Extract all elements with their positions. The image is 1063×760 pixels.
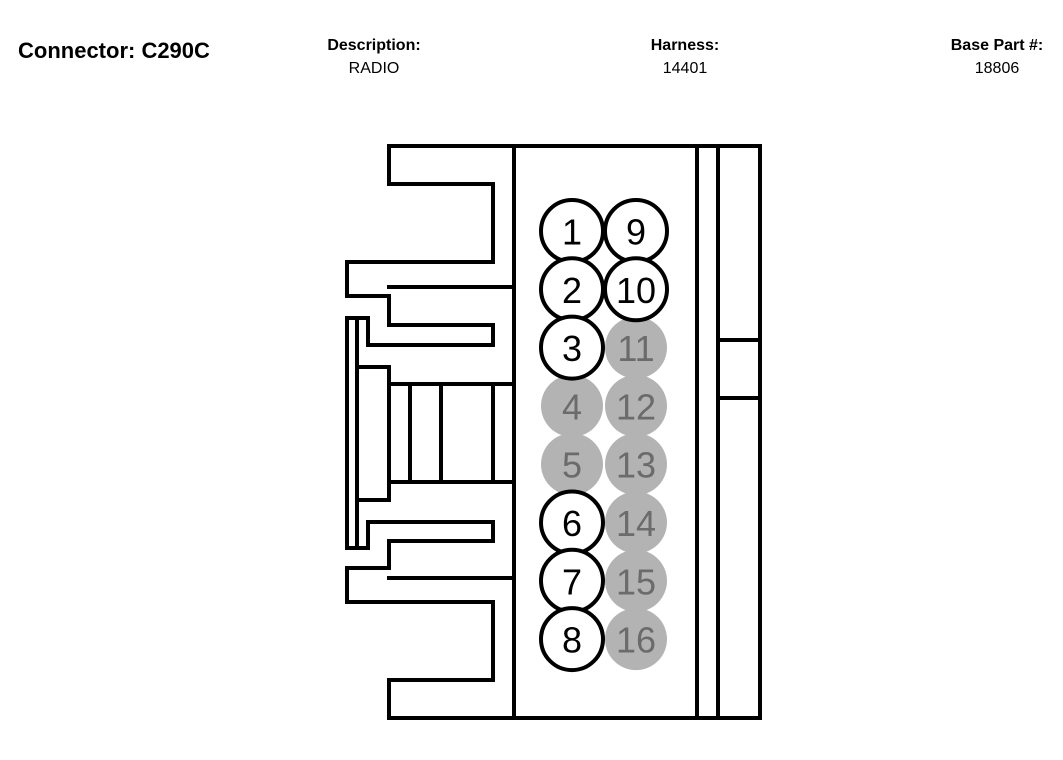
lower-latch-tab bbox=[345, 566, 516, 720]
pin-number: 6 bbox=[562, 503, 582, 544]
pin-cavity-14: 14 bbox=[605, 491, 667, 554]
pin-circle bbox=[541, 374, 603, 437]
pin-cavity-5: 5 bbox=[541, 433, 603, 496]
pin-circle bbox=[539, 606, 605, 673]
pin-number: 12 bbox=[616, 386, 656, 427]
pin-number: 10 bbox=[616, 270, 656, 311]
description-label: Description: bbox=[327, 37, 421, 54]
pin-number: 15 bbox=[616, 561, 656, 602]
upper-flange bbox=[387, 144, 516, 264]
harness-label: Harness: bbox=[650, 37, 720, 54]
pin-number: 2 bbox=[562, 270, 582, 311]
pin-number: 7 bbox=[562, 561, 582, 602]
pin-circle bbox=[605, 316, 667, 379]
pin-cavity-2: 2 bbox=[539, 256, 605, 323]
pin-number: 11 bbox=[617, 328, 654, 369]
harness-value: 14401 bbox=[662, 60, 708, 77]
pin-circle bbox=[605, 374, 667, 437]
pin-number: 4 bbox=[562, 386, 582, 427]
connector-title: Connector: C290C bbox=[18, 38, 210, 63]
pin-number: 16 bbox=[616, 620, 656, 661]
description-field: Description: RADIO bbox=[314, 34, 434, 80]
pin-cavity-1: 1 bbox=[539, 198, 605, 264]
center-latch-body bbox=[345, 316, 495, 570]
pin-circle bbox=[539, 314, 605, 381]
pin-cavity-15: 15 bbox=[605, 549, 667, 612]
housing-body bbox=[512, 144, 762, 720]
pin-circle bbox=[605, 608, 667, 671]
pin-cavity-6: 6 bbox=[539, 489, 605, 556]
pin-circle bbox=[605, 549, 667, 612]
pin-number: 14 bbox=[616, 503, 656, 544]
harness-field: Harness: 14401 bbox=[625, 34, 745, 80]
pin-number: 8 bbox=[562, 620, 582, 661]
pin-cavity-9: 9 bbox=[603, 198, 669, 264]
pin-circle bbox=[541, 433, 603, 496]
pin-cavity-8: 8 bbox=[539, 606, 605, 673]
base-part-value: 18806 bbox=[974, 60, 1020, 77]
pin-number: 3 bbox=[562, 328, 582, 369]
pin-number: 1 bbox=[562, 212, 582, 253]
center-latch-block-top bbox=[355, 365, 495, 502]
pin-cavity-4: 4 bbox=[541, 374, 603, 437]
pin-number: 5 bbox=[562, 445, 582, 486]
pin-cavity-7: 7 bbox=[539, 547, 605, 614]
pin-circle bbox=[603, 256, 669, 323]
description-value: RADIO bbox=[348, 60, 400, 77]
upper-latch-tab bbox=[345, 260, 495, 347]
pin-number: 9 bbox=[626, 212, 646, 253]
pin-cavity-16: 16 bbox=[605, 608, 667, 671]
base-part-label: Base Part #: bbox=[950, 37, 1044, 54]
pin-circle bbox=[605, 433, 667, 496]
pin-cavity-11: 11 bbox=[605, 316, 667, 379]
connector-housing bbox=[345, 144, 762, 720]
pin-number: 13 bbox=[616, 445, 656, 486]
pin-cavity-10: 10 bbox=[603, 256, 669, 323]
pin-circle bbox=[605, 491, 667, 554]
pin-cavity-3: 3 bbox=[539, 314, 605, 381]
pin-cavity-13: 13 bbox=[605, 433, 667, 496]
pin-cavity-12: 12 bbox=[605, 374, 667, 437]
base-part-field: Base Part #: 18806 bbox=[937, 34, 1057, 80]
